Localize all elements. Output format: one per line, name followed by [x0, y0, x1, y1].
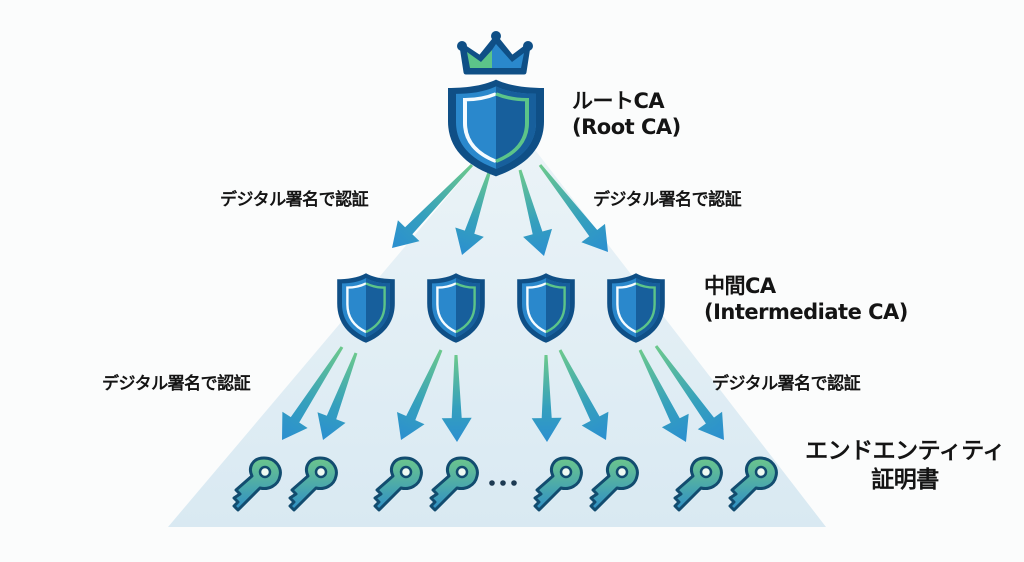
end-entity-key-icon-3	[373, 456, 423, 512]
end-entity-key-icon-4	[429, 456, 479, 512]
arrow-root-to-intermediate-2	[455, 169, 492, 255]
root-ca-label: ルートCA (Root CA)	[572, 88, 681, 140]
arrow-intermediate-to-end-5	[531, 355, 562, 442]
intermediate-ca-shield-icon-4	[607, 273, 665, 343]
arrow-intermediate-to-end-1	[282, 346, 344, 440]
intermediate-ca-label-jp: 中間CA	[704, 274, 776, 298]
key-hole	[314, 465, 328, 479]
end-entity-label-line2: 証明書	[871, 467, 939, 493]
key-hole	[399, 465, 413, 479]
key-hole	[754, 465, 768, 479]
key-hole	[455, 465, 469, 479]
crown-icon	[457, 31, 533, 75]
intermediate-ca-shield-icon-1	[337, 273, 395, 343]
key-hole	[559, 465, 573, 479]
arrow-intermediate-to-end-7	[638, 349, 689, 442]
arrow-root-to-intermediate-4	[538, 164, 608, 252]
end-entity-key-icon-6	[589, 456, 639, 512]
edge-label-intermediate-right: デジタル署名で認証	[712, 374, 861, 394]
root-ca-label-jp: ルートCA	[572, 89, 665, 113]
end-entity-key-icon-2	[288, 456, 338, 512]
crown-jewel	[457, 41, 467, 51]
arrow-root-to-intermediate-1	[392, 164, 474, 248]
key-hole	[699, 465, 713, 479]
edge-label-root-right: デジタル署名で認証	[593, 190, 742, 210]
arrow-intermediate-to-end-2	[317, 352, 358, 440]
key-hole	[258, 465, 272, 479]
intermediate-ca-label: 中間CA (Intermediate CA)	[704, 273, 908, 325]
arrow-intermediate-to-end-8	[654, 345, 724, 440]
arrow-intermediate-to-end-6	[558, 349, 609, 440]
end-entity-label-line1: エンドエンティティ	[805, 438, 1005, 464]
key-hole	[615, 465, 629, 479]
crown-jewel	[523, 41, 533, 51]
root-ca-shield-icon	[448, 79, 544, 177]
end-entity-key-icon-8	[728, 456, 778, 512]
intermediate-ca-label-en: (Intermediate CA)	[704, 300, 908, 324]
end-entity-key-icon-7	[673, 456, 723, 512]
edge-label-intermediate-left: デジタル署名で認証	[102, 374, 251, 394]
end-entity-key-icon-1	[232, 456, 282, 512]
ellipsis-icon	[489, 480, 517, 486]
intermediate-ca-shield-icon-2	[427, 273, 485, 343]
root-ca-label-en: (Root CA)	[572, 115, 681, 139]
arrow-root-to-intermediate-3	[518, 169, 552, 256]
intermediate-ca-shield-icon-3	[517, 273, 575, 343]
edge-label-root-left: デジタル署名で認証	[220, 190, 369, 210]
crown-jewel	[491, 31, 501, 41]
arrow-intermediate-to-end-4	[441, 355, 472, 442]
end-entity-key-icon-5	[533, 456, 583, 512]
arrow-intermediate-to-end-3	[397, 349, 443, 440]
end-entity-label: エンドエンティティ 証明書	[800, 437, 1010, 495]
